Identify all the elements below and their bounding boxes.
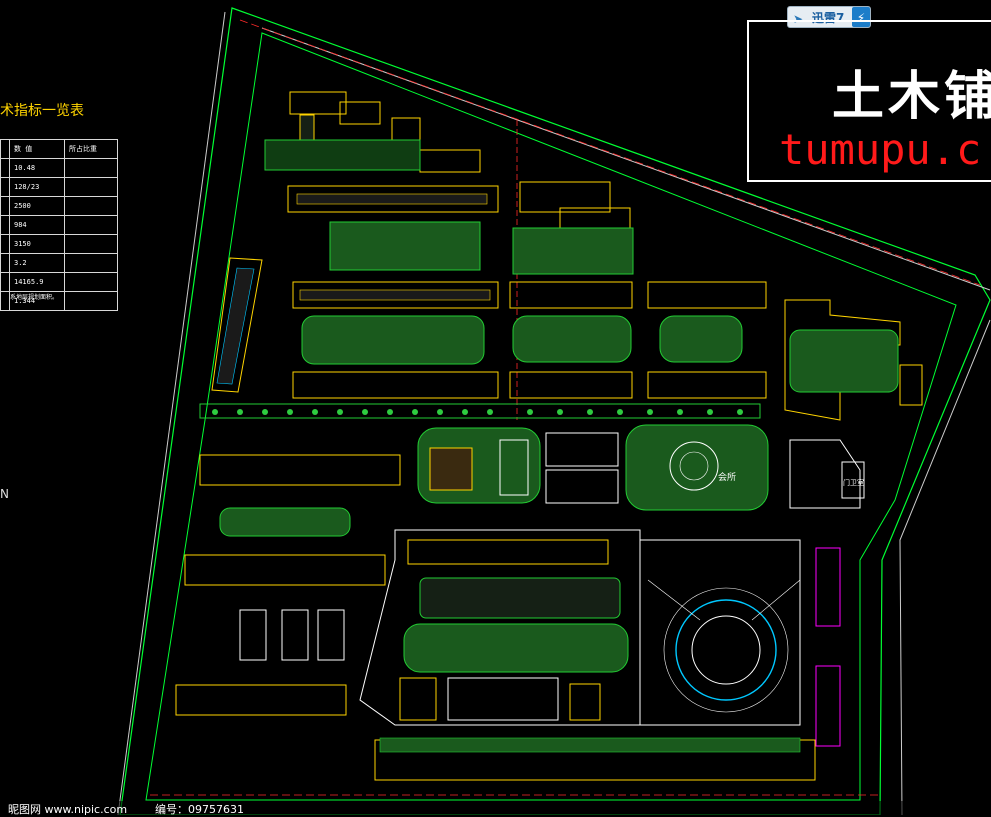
- legend-row: 1.344: [0, 291, 118, 311]
- watermark-url: tumupu.c: [779, 125, 982, 174]
- middle-rows: [199, 281, 767, 419]
- legend-header-cell: [0, 139, 10, 159]
- legend-table: 数 值 所占比重 10.48 128/23 2500 984 3150 3.2 …: [0, 139, 118, 311]
- axis-line-north: [239, 19, 981, 286]
- east-cluster: [784, 299, 923, 421]
- central-amenities: 会所 门卫室: [417, 424, 865, 511]
- bird-icon: ➤: [793, 12, 804, 26]
- site-boundary-inner: [145, 32, 957, 801]
- road-edge-north: [261, 27, 991, 291]
- legend-value: 3.2: [9, 253, 65, 273]
- legend-value: 3150: [9, 234, 65, 254]
- legend-row: 3.2: [0, 253, 118, 273]
- legend-note: 系地层规划面积。: [10, 294, 59, 301]
- tree-dots: [212, 409, 743, 415]
- legend-row: 3150: [0, 234, 118, 254]
- lightning-icon: ⚡: [852, 7, 870, 27]
- road-edge-west: [117, 11, 226, 815]
- footer-site: 昵图网 www.nipic.com: [8, 803, 128, 816]
- north-cluster: [264, 91, 634, 275]
- south-block: [359, 529, 841, 781]
- west-lower: [175, 454, 401, 716]
- watermark-box: 土木铺 tumupu.c: [747, 20, 991, 182]
- legend-value: 2500: [9, 196, 65, 216]
- legend-row: 14165.9: [0, 272, 118, 292]
- gate-label: 门卫室: [843, 478, 864, 487]
- xunlei-badge[interactable]: ➤ 迅雷7 ⚡: [787, 6, 871, 28]
- legend-value: 10.48: [9, 158, 65, 178]
- legend-value: 984: [9, 215, 65, 235]
- legend-value: 128/23: [9, 177, 65, 197]
- legend-title: 术指标一览表: [0, 103, 84, 119]
- road-edge-east: [899, 319, 991, 815]
- legend-header-row: 数 值 所占比重: [0, 139, 118, 159]
- legend-row: 10.48: [0, 158, 118, 178]
- north-letter: N: [0, 487, 9, 501]
- legend-value: 14165.9: [9, 272, 65, 292]
- legend-header-cell: 数 值: [9, 139, 65, 159]
- legend-header-cell: 所占比重: [64, 139, 118, 159]
- legend-row: 984: [0, 215, 118, 235]
- footer-id: 编号：09757631: [155, 803, 244, 816]
- site-boundary-outer: [119, 7, 991, 815]
- clubhouse-label: 会所: [718, 471, 736, 483]
- legend-row: 2500: [0, 196, 118, 216]
- legend-row: 128/23: [0, 177, 118, 197]
- watermark-title: 土木铺: [832, 67, 991, 127]
- footer-bar: 昵图网 www.nipic.com 编号：09757631: [0, 801, 991, 816]
- west-slab: [211, 257, 263, 393]
